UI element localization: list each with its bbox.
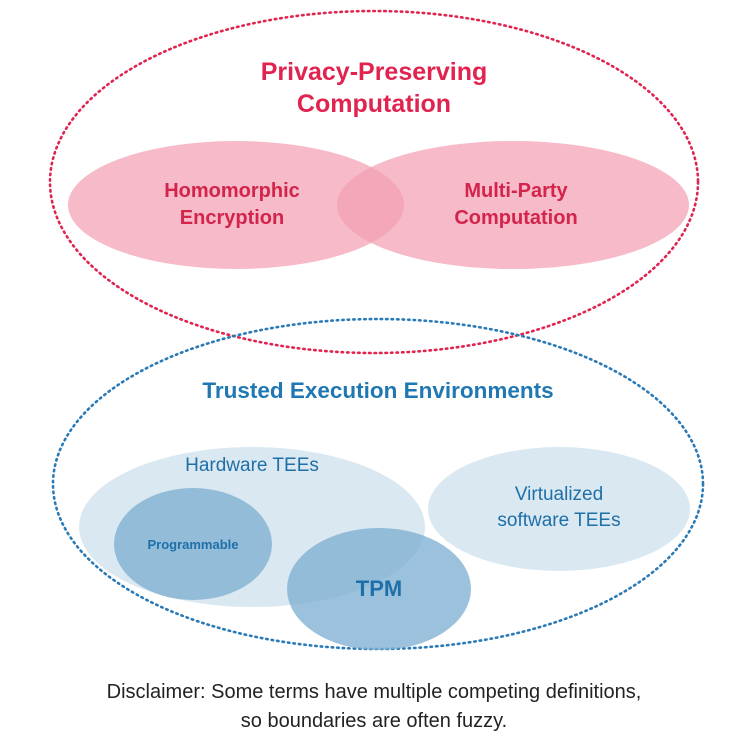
multi-party-computation-label-line2: Computation — [454, 207, 577, 229]
tpm-ellipse — [287, 528, 471, 650]
homomorphic-encryption-label-line2: Encryption — [180, 207, 284, 229]
privacy-preserving-title-line1: Privacy-Preserving — [261, 58, 488, 86]
tee-group: Trusted Execution Environments Hardware … — [51, 317, 705, 651]
privacy-preserving-title-line2: Computation — [297, 90, 451, 118]
programmable-label: Programmable — [147, 537, 238, 552]
virtualized-software-tees-label-line1: Virtualized — [515, 484, 603, 505]
multi-party-computation-label-line1: Multi-Party — [464, 180, 568, 202]
disclaimer: Disclaimer: Some terms have multiple com… — [0, 678, 748, 736]
tpm-label: TPM — [356, 576, 402, 601]
privacy-preserving-group: Privacy-Preserving Computation Homomorph… — [48, 9, 700, 355]
disclaimer-line1: Disclaimer: Some terms have multiple com… — [106, 681, 642, 703]
tee-title: Trusted Execution Environments — [202, 378, 553, 403]
programmable-ellipse — [114, 488, 272, 600]
disclaimer-line2: so boundaries are often fuzzy. — [240, 710, 508, 732]
virtualized-software-tees-label-line2: software TEEs — [497, 510, 620, 531]
hardware-tees-label: Hardware TEEs — [185, 455, 319, 476]
privacy-preserving-boundary — [48, 9, 700, 355]
virtualized-software-tees-ellipse — [428, 447, 690, 571]
multi-party-computation-ellipse — [337, 141, 689, 269]
homomorphic-encryption-label-line1: Homomorphic — [164, 180, 300, 202]
homomorphic-encryption-ellipse — [68, 141, 404, 269]
